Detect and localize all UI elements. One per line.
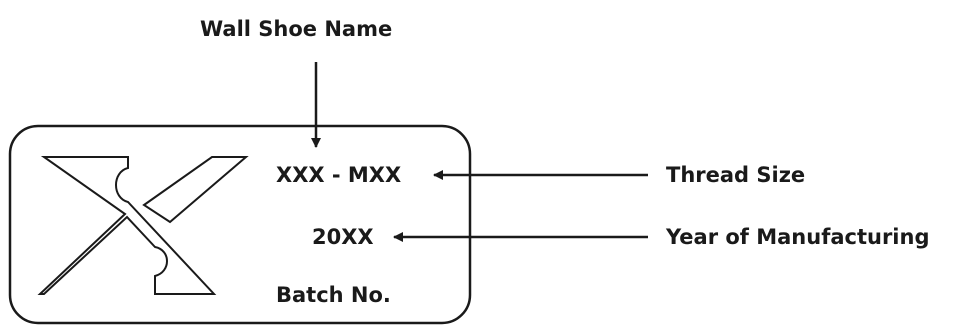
x-logo-icon bbox=[37, 156, 249, 295]
batch-number-label: Batch No. bbox=[276, 283, 391, 307]
year-of-manufacturing-label: Year of Manufacturing bbox=[666, 225, 930, 249]
thread-size-value: XXX - MXX bbox=[276, 163, 402, 187]
thread-size-label: Thread Size bbox=[666, 163, 806, 187]
marking-plate bbox=[8, 124, 472, 325]
year-value: 20XX bbox=[312, 225, 374, 249]
wall-shoe-name-label: Wall Shoe Name bbox=[200, 17, 393, 41]
